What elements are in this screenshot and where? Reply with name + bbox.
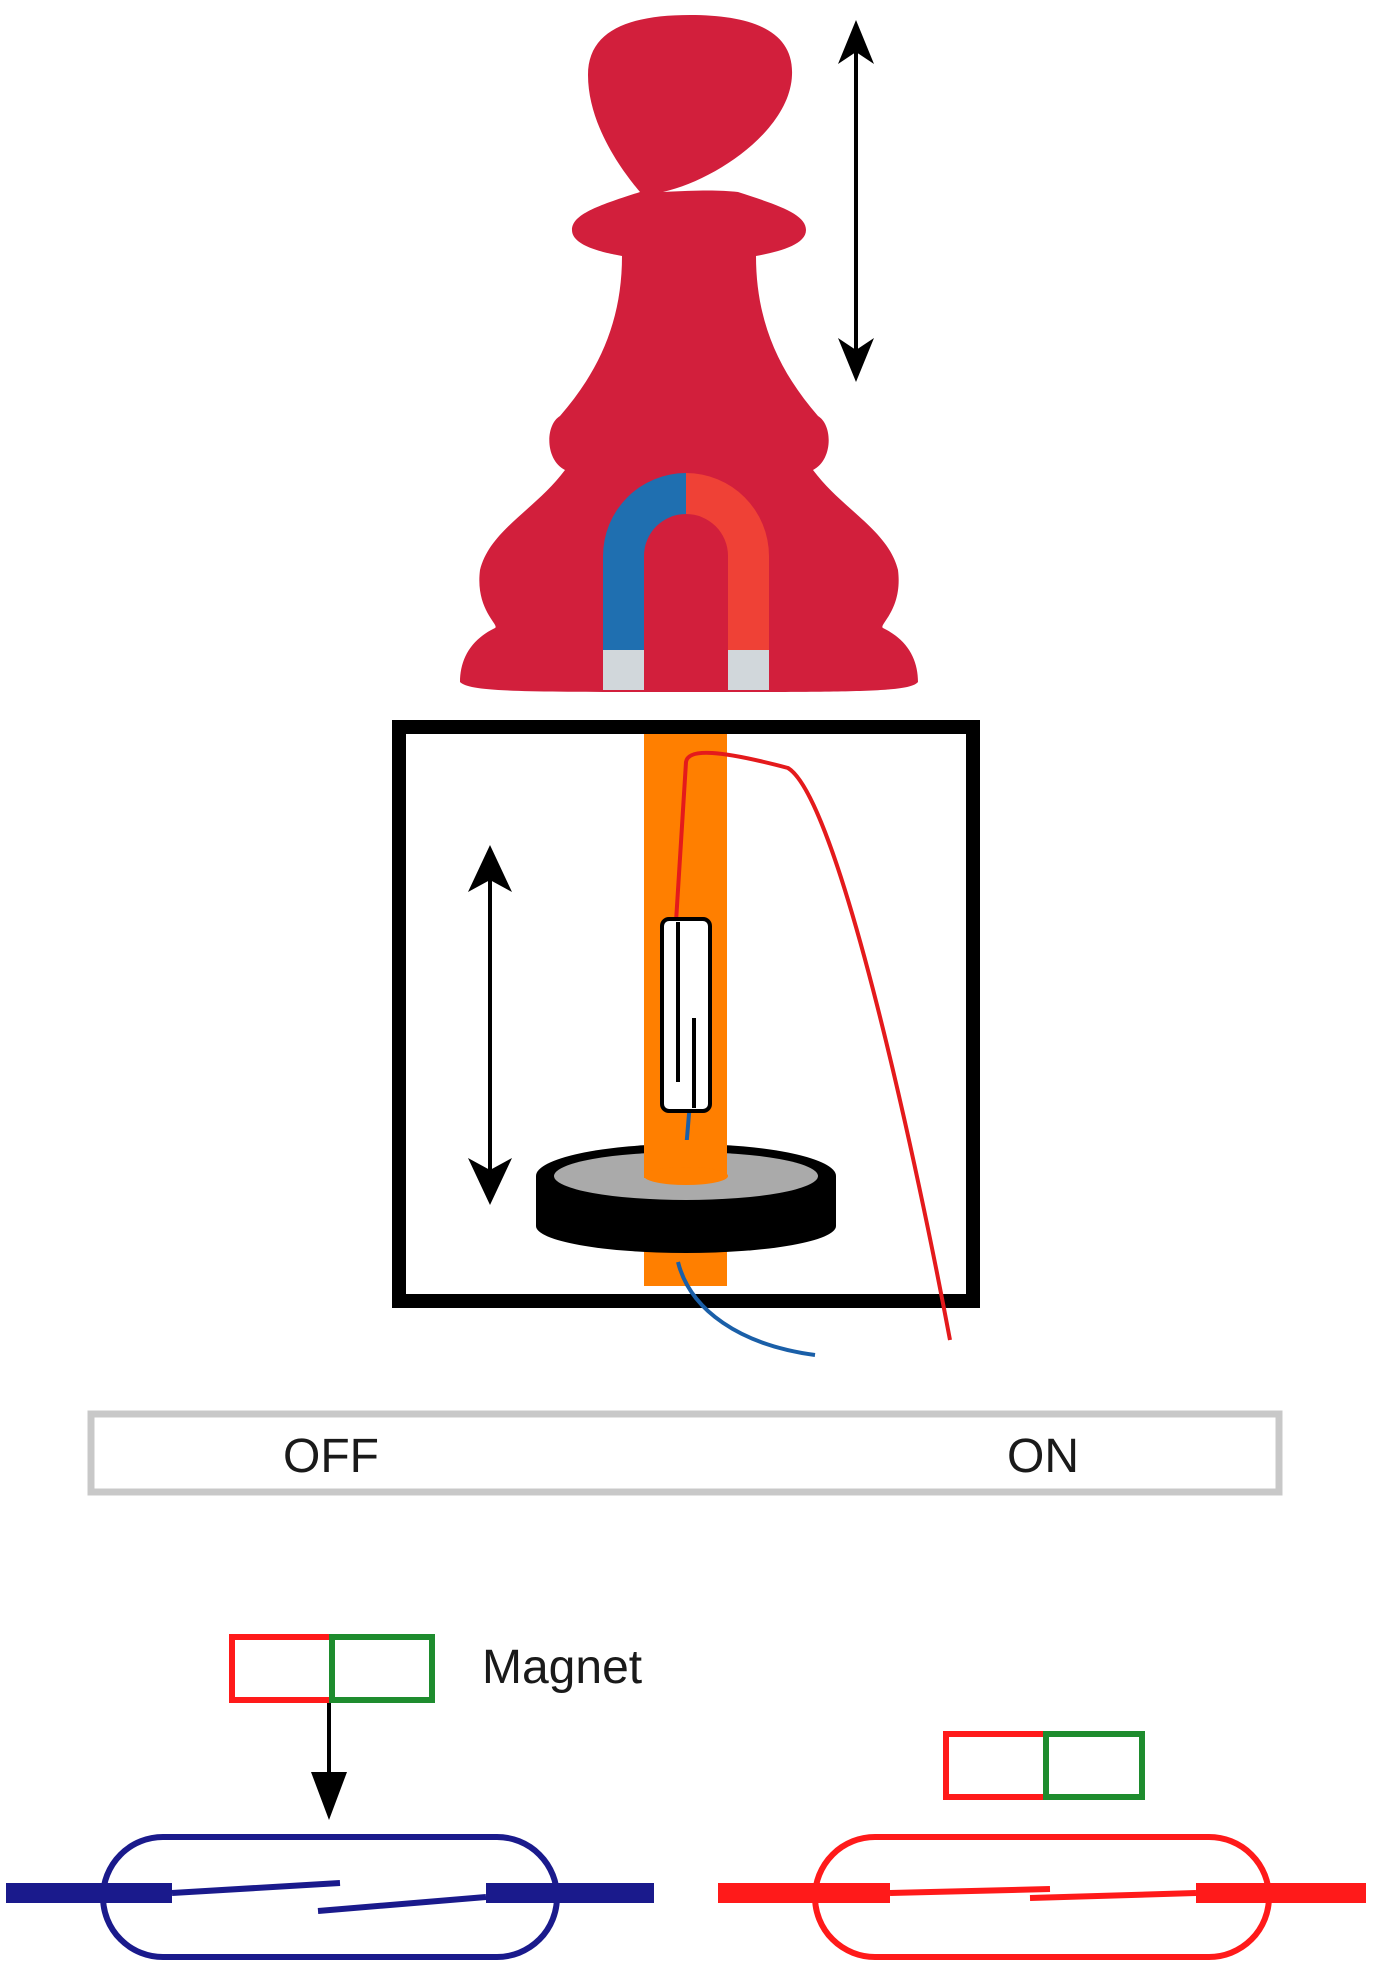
on-label: ON: [1007, 1430, 1079, 1483]
reed-capsule: [660, 917, 712, 1113]
pawn-body: [460, 15, 918, 692]
red-wire: [674, 750, 952, 1341]
magnet-approach-arrow: [311, 1703, 347, 1820]
magnet-label: Magnet: [482, 1641, 642, 1694]
chess-pawn-icon: [460, 15, 918, 692]
float-motion-arrow: [468, 845, 512, 1205]
pawn-motion-arrow: [838, 20, 874, 382]
reed-switch-closed: [718, 1834, 1366, 1960]
bar-magnet-closed: [943, 1731, 1145, 1800]
bar-magnet-icon: [229, 1634, 435, 1703]
reed-switch-icon: [6, 1834, 654, 1960]
state-panel: OFF ON: [87, 1410, 1283, 1496]
housing-box: [392, 720, 980, 1308]
float-disk: [536, 1140, 836, 1253]
off-label: OFF: [283, 1430, 379, 1483]
